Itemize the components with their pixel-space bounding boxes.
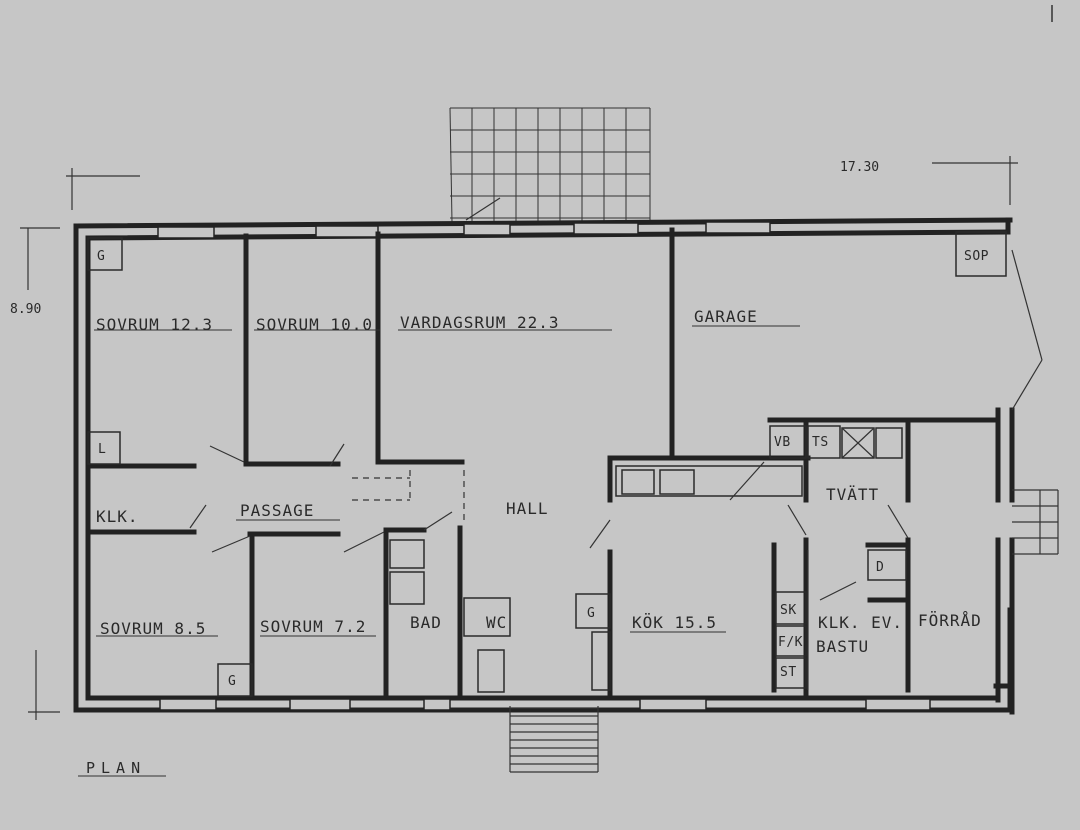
fridge-box (591, 631, 611, 691)
fixture-label-d: D (876, 560, 884, 575)
side-steps (1012, 489, 1059, 555)
room-label-forrad: FÖRRÅD (918, 611, 982, 630)
fixture-label-sop: SOP (964, 249, 989, 264)
fixture-g-box-1 (87, 237, 123, 271)
room-label-sovrum-8-5: SOVRUM 8.5 (100, 619, 206, 638)
dimension-width: 17.30 (66, 156, 1018, 210)
laundry-fixtures (769, 425, 903, 689)
fixture-label-g-2: G (228, 674, 236, 689)
fixture-l-box (87, 431, 121, 465)
dimension-depth: 8.90 (10, 227, 60, 720)
room-label-klk: KLK. (96, 507, 139, 526)
dimension-width-label: 17.30 (840, 160, 879, 175)
label-underlines (78, 325, 800, 777)
fixture-label-ts: TS (812, 435, 829, 450)
doors (189, 197, 1043, 601)
fixture-label-g-1: G (97, 249, 105, 264)
room-label-wc: WC (486, 613, 507, 632)
kitchen-counter (615, 461, 803, 501)
fixture-sop-box (955, 231, 1007, 277)
room-label-sovrum-10-0: SOVRUM 10.0 (256, 315, 373, 334)
fixture-label-sk: SK (780, 603, 797, 618)
fixture-d-box (867, 549, 907, 581)
room-label-bastu: BASTU (816, 637, 869, 656)
fixture-g-box-3 (575, 593, 611, 629)
room-label-hall: HALL (506, 499, 549, 518)
bath-fixtures (389, 539, 511, 693)
terrace-grid (449, 107, 651, 223)
room-label-vardagsrum: VARDAGSRUM 22.3 (400, 313, 560, 332)
fixture-label-fk: F/K (778, 635, 803, 650)
plan-title: PLAN (86, 759, 146, 777)
fixture-g-box-2 (217, 663, 253, 697)
fixture-label-st: ST (780, 665, 797, 680)
room-label-bad: BAD (410, 613, 442, 632)
dimension-depth-label: 8.90 (10, 302, 41, 317)
hall-overhead-lines (352, 470, 465, 520)
exterior-walls (73, 217, 1015, 715)
entrance-steps (509, 706, 599, 773)
fixture-label-l: L (98, 442, 106, 457)
fixture-label-vb: VB (774, 435, 791, 450)
room-label-kok: KÖK 15.5 (632, 613, 717, 632)
room-label-garage: GARAGE (694, 307, 758, 326)
fixture-label-g-3: G (587, 606, 595, 621)
room-label-sovrum-12-3: SOVRUM 12.3 (96, 315, 213, 334)
room-label-passage: PASSAGE (240, 501, 314, 520)
bottom-windows (159, 698, 931, 711)
room-label-tvatt: TVÄTT (826, 485, 879, 504)
room-label-sovrum-7-2: SOVRUM 7.2 (260, 617, 366, 636)
room-label-klk-ev: KLK. EV. (818, 613, 903, 632)
